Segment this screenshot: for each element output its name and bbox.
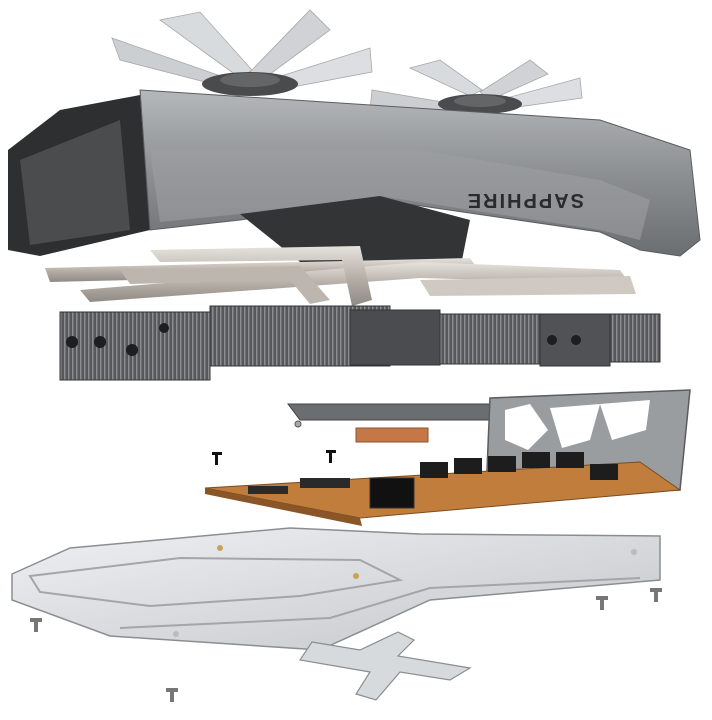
x-bracket [298, 631, 472, 701]
screw-icon [30, 618, 42, 632]
screw-icon [326, 450, 336, 463]
backplate [11, 527, 661, 651]
screw-icon [596, 596, 608, 610]
fan-left [111, 9, 373, 119]
screw-icon [166, 688, 178, 702]
pcb [204, 452, 682, 526]
shroud: SAPPHIRE [8, 89, 701, 270]
heatsink [59, 305, 661, 381]
brand-logo: SAPPHIRE [466, 189, 584, 211]
heatpipes [45, 246, 636, 306]
screw-icon [294, 420, 302, 428]
fan-icon [369, 59, 583, 114]
screw-icon [650, 588, 662, 602]
fan-right [369, 59, 583, 114]
power-connector-icon [369, 477, 415, 509]
fan-icon [111, 9, 373, 119]
screw-icon [212, 452, 222, 465]
gpu-contact-plate [287, 403, 512, 443]
